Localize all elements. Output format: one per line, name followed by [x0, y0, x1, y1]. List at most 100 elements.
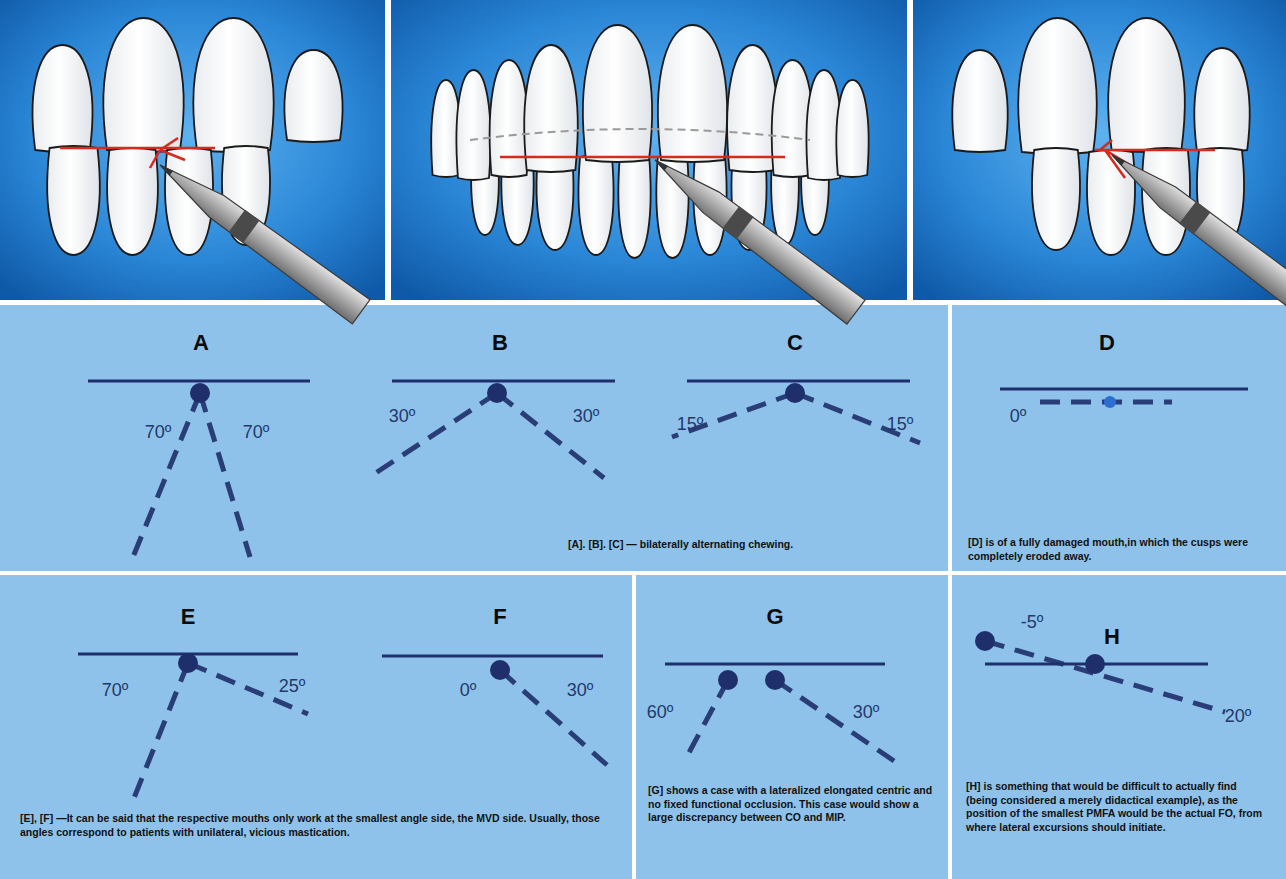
excursion-line [500, 670, 607, 765]
angle-value: 70º [243, 422, 270, 443]
excursion-line [672, 393, 795, 437]
occlusal-plane [687, 380, 910, 383]
panel-note: [D] is of a fully damaged mouth,in which… [968, 536, 1268, 563]
panel-note: [H] is something that would be difficult… [966, 780, 1271, 835]
centric-dot [785, 383, 805, 403]
tooth [578, 155, 613, 255]
marking-instrument [1103, 143, 1286, 314]
tooth [618, 155, 650, 258]
tooth [1194, 48, 1249, 152]
panel-note: [A]. [B]. [C] — bilaterally alternating … [568, 538, 938, 552]
panel-letter: D [1099, 330, 1115, 356]
diagram-panel: A70º70ºB30º30ºC15º15º[A]. [B]. [C] — bil… [0, 305, 948, 571]
centric-dot [190, 383, 210, 403]
instrument-tip [653, 158, 668, 171]
panel-letter: C [787, 330, 803, 356]
instrument-tip [158, 163, 173, 176]
angle-value: 30º [853, 702, 880, 723]
tooth [47, 146, 100, 255]
tooth [103, 18, 183, 152]
tooth [727, 45, 778, 172]
panel-ground [0, 305, 948, 571]
angle-value: 70º [145, 422, 172, 443]
angle-value: 30º [573, 406, 600, 427]
tooth [524, 45, 577, 172]
panel-letter: E [181, 604, 196, 630]
illustration-panel [391, 0, 907, 300]
excursion-line [188, 663, 308, 714]
tooth [193, 18, 273, 152]
excursion-line [368, 393, 497, 478]
panel-note: [G] shows a case with a lateralized elon… [648, 784, 940, 825]
occlusal-plane [392, 380, 615, 383]
photo-panels [0, 0, 1286, 300]
excursion-line [200, 393, 250, 557]
centric-dot [490, 660, 510, 680]
angle-value: 15º [677, 414, 704, 435]
angle-mark [150, 138, 185, 168]
panel-letter: A [193, 330, 209, 356]
excursion-line [795, 393, 920, 443]
diagram-panel: E70º25ºF0º30º[E], [F] —It can be said th… [0, 575, 632, 879]
angle-figures [78, 381, 1248, 803]
occlusal-line [60, 147, 215, 150]
tooth [1018, 18, 1096, 154]
centric-dot [487, 383, 507, 403]
centric-dot [1085, 654, 1105, 674]
instrument-tip [1110, 153, 1125, 166]
centric-dot [178, 653, 198, 673]
occlusal-lines [60, 138, 1215, 178]
instrument-band [722, 206, 753, 239]
centric-dot [765, 670, 785, 690]
tooth [456, 70, 490, 180]
tooth [658, 25, 727, 162]
panel-letter: B [492, 330, 508, 356]
tooth [284, 50, 342, 142]
excursion-line [985, 641, 1225, 712]
diagram-panel: G 60º 30º [G] shows a case with a lateraliz… [636, 575, 948, 879]
angle-value: 60º [647, 702, 674, 723]
occlusal-line [500, 156, 785, 159]
diagram-panel: D 0º [D] is of a fully damaged mouth,in wh… [952, 305, 1286, 571]
centric-dot [975, 631, 995, 651]
marking-instrument [151, 153, 370, 324]
instrument-band [1179, 201, 1210, 234]
angle-value: 0º [1010, 406, 1027, 427]
angle-value: -5º [1021, 612, 1044, 633]
occlusal-plane [382, 655, 603, 658]
tooth [107, 148, 158, 255]
tooth [33, 45, 93, 152]
occlusal-line [1095, 149, 1215, 152]
tooth [583, 25, 652, 162]
instrument-body [1103, 143, 1286, 314]
occlusal-plane [88, 380, 310, 383]
excursion-line [497, 393, 604, 478]
tooth [952, 50, 1007, 152]
angle-value: 25º [279, 676, 306, 697]
dashed-arch-line [470, 129, 810, 140]
tooth [1032, 148, 1080, 250]
diagram-panels [0, 305, 1286, 879]
angle-value: 30º [389, 406, 416, 427]
marking-instrument [646, 148, 865, 324]
instrument-band [228, 210, 259, 243]
instruments [151, 143, 1286, 324]
excursion-line [685, 680, 728, 760]
panel-letter: F [493, 604, 506, 630]
tooth [490, 60, 529, 177]
angle-value: 20º [1225, 706, 1252, 727]
angle-value: 0º [460, 680, 477, 701]
centric-dot [1104, 396, 1116, 408]
instrument-body [151, 153, 370, 324]
diagram-panel: -5ºH20º[H] is something that would be di… [952, 575, 1286, 879]
excursion-line [133, 393, 200, 557]
panel-letter: G [766, 604, 783, 630]
occlusal-plane [1000, 388, 1248, 391]
tooth [1108, 18, 1184, 152]
angle-value: 30º [567, 680, 594, 701]
panel-ground [952, 575, 1286, 879]
panel-ground [636, 575, 948, 879]
instrument-body [646, 148, 865, 324]
centric-dot [718, 670, 738, 690]
